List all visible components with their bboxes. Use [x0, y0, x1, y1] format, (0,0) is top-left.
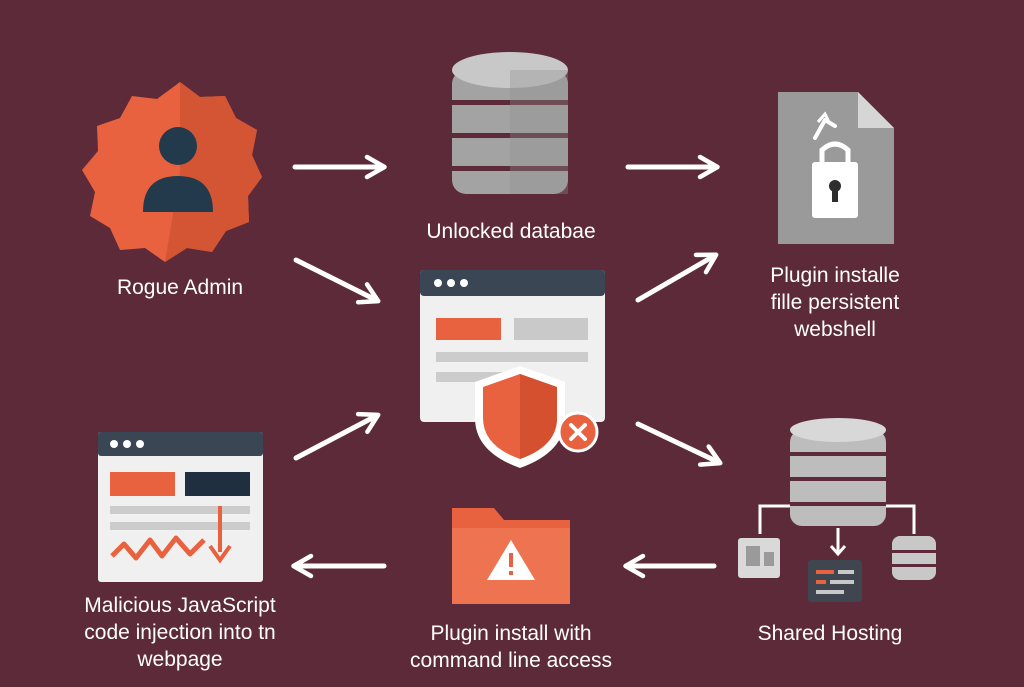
arrow-browser-to-file [635, 252, 719, 303]
webpage-chart-icon [98, 432, 263, 582]
flow-arrows [291, 154, 723, 579]
arrow-injection-to-browser [293, 411, 381, 461]
warning-folder-icon [452, 508, 570, 604]
arrow-browser-to-hosting [635, 421, 723, 467]
shared-hosting-label: Shared Hosting [757, 622, 903, 645]
command-line-label: Plugin install with command line access [410, 622, 612, 672]
rogue-admin-label: Rogue Admin [116, 276, 244, 299]
plugin-webshell-label: Plugin installe fille persistent webshel… [770, 264, 900, 341]
browser-shield-blocked-icon [420, 270, 605, 468]
server-network-icon [738, 418, 936, 602]
locked-file-icon [778, 92, 894, 244]
arrow-admin-to-browser [293, 257, 381, 305]
user-badge-icon [82, 82, 262, 262]
unlocked-database-label: Unlocked databae [426, 220, 596, 243]
js-injection-label: Malicious JavaScript code injection into… [84, 594, 276, 671]
database-icon [452, 52, 568, 194]
